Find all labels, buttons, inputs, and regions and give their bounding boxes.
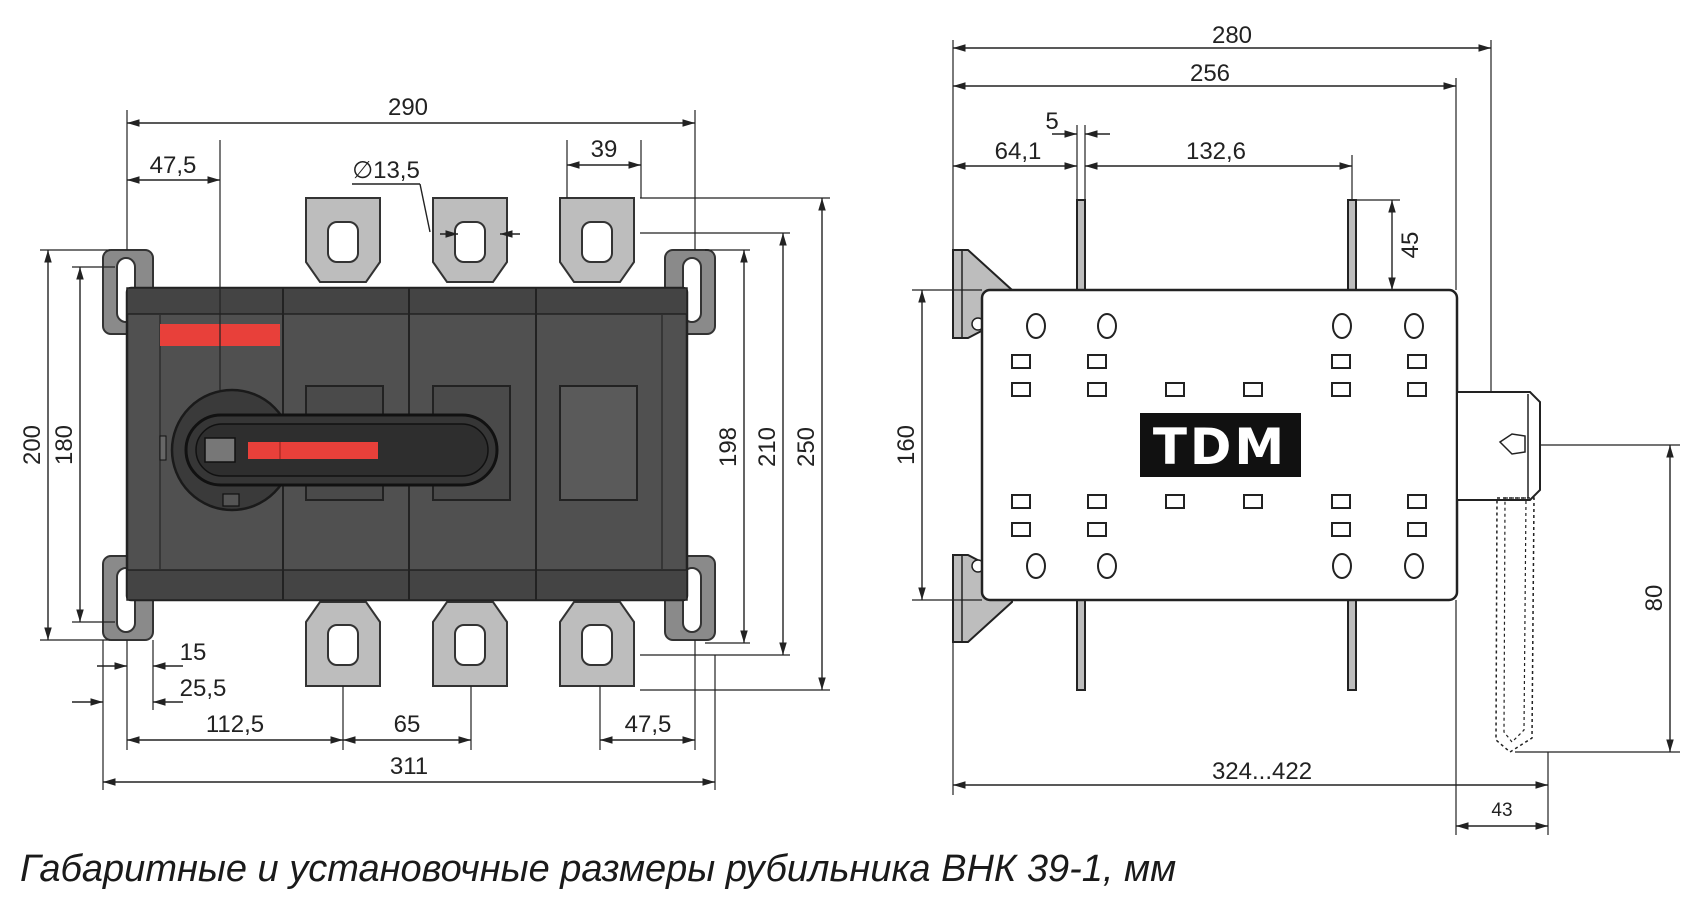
dim-250: 250 xyxy=(793,427,820,467)
dim-15: 15 xyxy=(180,639,207,666)
dim-200: 200 xyxy=(19,425,46,465)
side-handle xyxy=(1456,391,1541,753)
dim-210: 210 xyxy=(754,427,781,467)
top-terminals xyxy=(305,197,635,283)
dim-180: 180 xyxy=(51,425,78,465)
dim-25-5: 25,5 xyxy=(180,675,227,702)
switch-handle xyxy=(159,388,499,512)
dim-132-6: 132,6 xyxy=(1186,138,1246,165)
dim-47-5-top: 47,5 xyxy=(150,152,197,179)
dim-47-5-bottom: 47,5 xyxy=(625,711,672,738)
dim-311: 311 xyxy=(390,753,428,780)
dim-280: 280 xyxy=(1212,22,1252,49)
front-view xyxy=(102,197,716,687)
bottom-terminals xyxy=(305,601,635,687)
dim-64-1: 64,1 xyxy=(995,138,1042,165)
dim-80: 80 xyxy=(1641,585,1668,612)
figure-caption: Габаритные и установочные размеры рубиль… xyxy=(20,848,1177,890)
dim-39: 39 xyxy=(591,136,618,163)
dim-hole-diameter: ∅13,5 xyxy=(352,157,420,184)
side-view: TDM xyxy=(952,199,1541,753)
dim-45: 45 xyxy=(1397,232,1424,259)
dim-112-5: 112,5 xyxy=(206,711,264,738)
dim-43: 43 xyxy=(1491,800,1512,821)
dim-256: 256 xyxy=(1190,60,1230,87)
mounting-holes xyxy=(1011,313,1427,579)
dim-160: 160 xyxy=(893,425,920,465)
front-dimensions: 290 47,5 ∅13,5 39 200 180 198 210 250 15… xyxy=(19,94,830,790)
tdm-logo: TDM xyxy=(1153,418,1287,476)
dim-324-422: 324...422 xyxy=(1212,758,1312,785)
dim-290: 290 xyxy=(388,94,428,121)
dim-198: 198 xyxy=(715,427,742,467)
logo-badge xyxy=(1140,413,1301,477)
dim-5: 5 xyxy=(1045,108,1058,135)
dim-65: 65 xyxy=(394,711,421,738)
side-dimensions: 280 256 5 64,1 132,6 45 160 80 324...422… xyxy=(893,22,1680,835)
